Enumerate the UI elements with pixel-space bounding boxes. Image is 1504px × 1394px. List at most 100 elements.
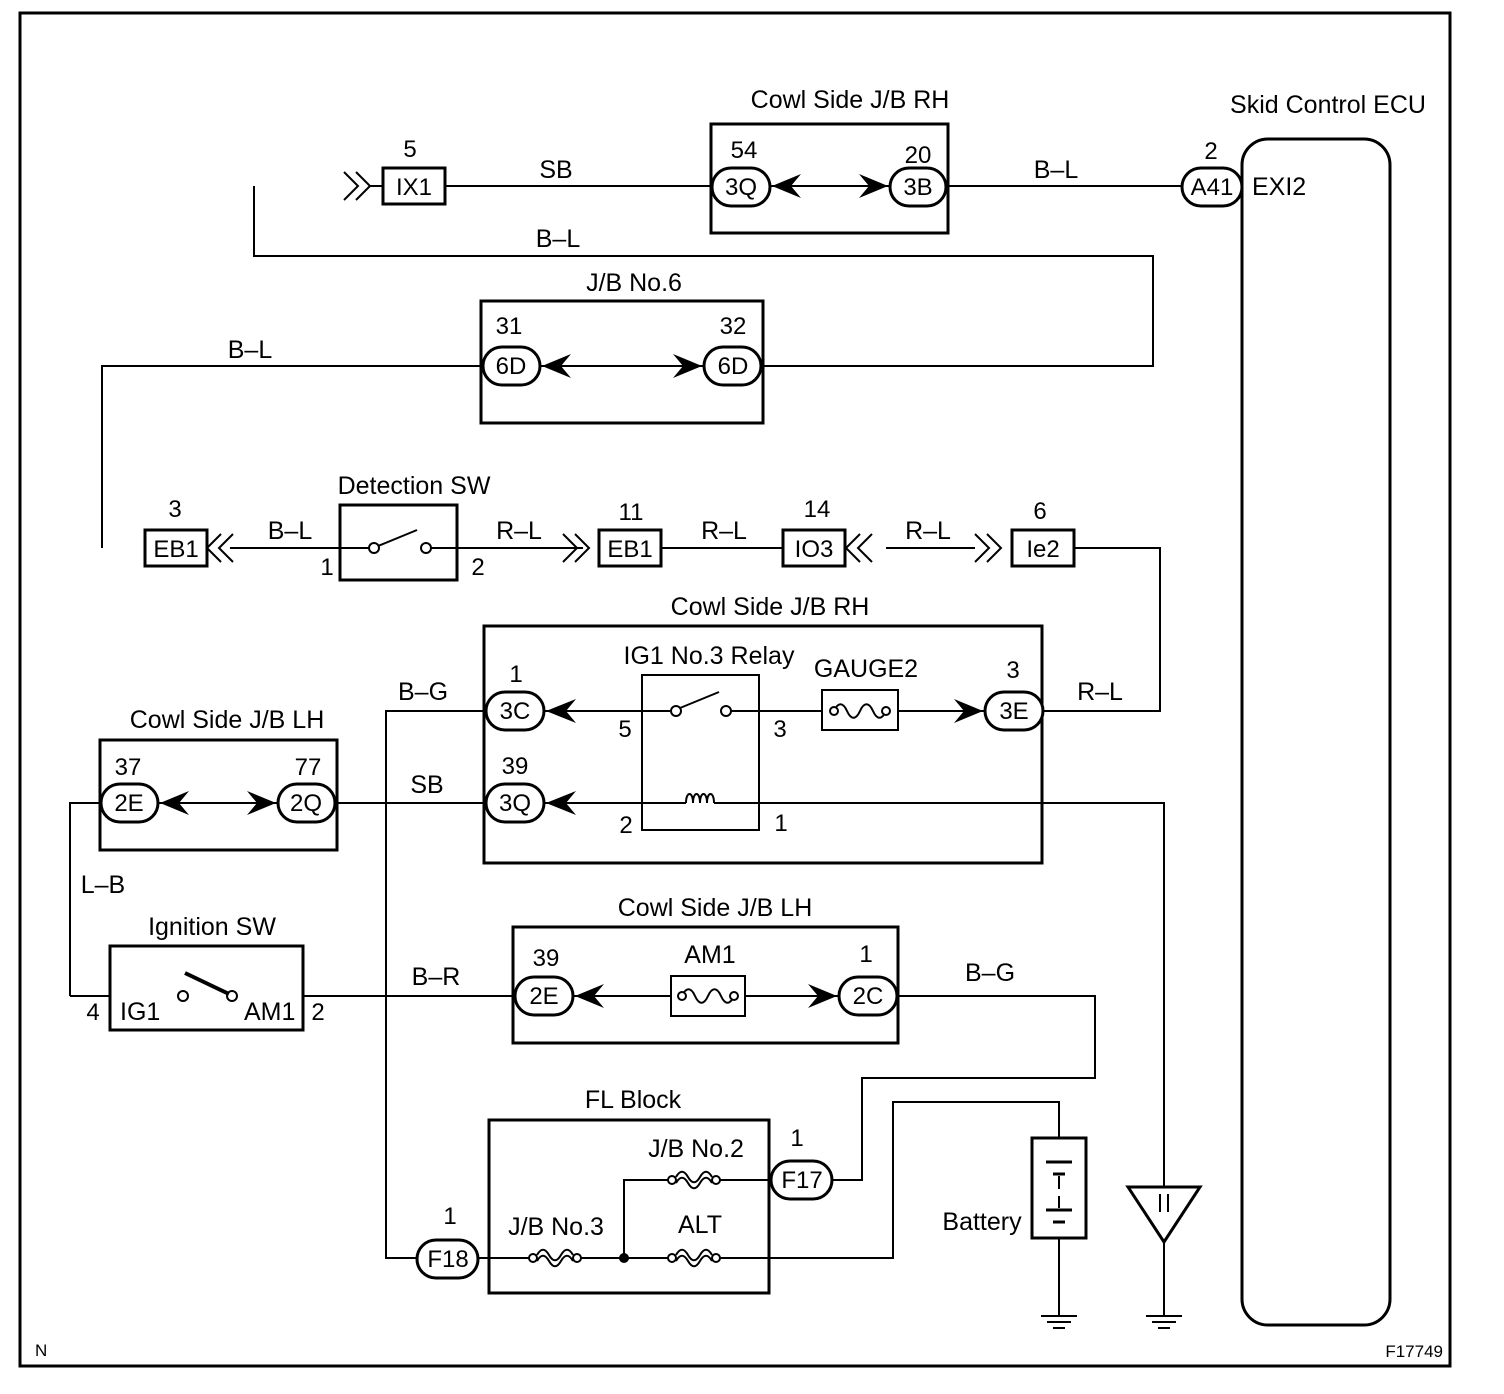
pin-11: 11 (619, 499, 644, 526)
connector-a41 (1180, 166, 1244, 208)
cowl-side-jb-lh-left-label: Cowl Side J/B LH (130, 706, 325, 734)
det-pin-2: 2 (471, 554, 484, 581)
connector-2q-label: 2Q (290, 790, 322, 817)
pin-31: 31 (496, 313, 523, 340)
pin-54: 54 (731, 137, 758, 164)
connector-f18 (415, 1238, 480, 1280)
wire-label-bg-upper: B–G (398, 678, 448, 706)
pin-5: 5 (403, 136, 416, 163)
wire-label-rl-mid: R–L (701, 517, 747, 545)
fl-block-label: FL Block (585, 1086, 682, 1114)
cowl-side-jb-rh-mid-label: Cowl Side J/B RH (671, 593, 870, 621)
connector-3c (484, 690, 546, 732)
fl-block: FL Block J/B No.2 J/B No.3 ALT 1 F18 1 F… (415, 1086, 834, 1295)
connector-io3 (781, 528, 847, 568)
pin-14: 14 (804, 496, 831, 523)
connector-6d-left-label: 6D (496, 353, 527, 380)
connector-2e-left (99, 782, 160, 824)
pin-2-a41: 2 (1204, 138, 1217, 165)
wires (69, 185, 1182, 1307)
ign-pin-2: 2 (311, 999, 324, 1026)
connector-6d-right (702, 345, 763, 387)
connector-eb1-left-label: EB1 (153, 536, 198, 563)
cowl-side-jb-lh-mid: Cowl Side J/B LH 39 2E 1 2C AM1 (511, 894, 900, 1045)
figure-id: F17749 (1385, 1342, 1443, 1361)
pin-39-3q: 39 (502, 753, 529, 780)
connector-3q-top (710, 166, 772, 208)
connector-6d-right-label: 6D (718, 353, 749, 380)
diagram-frame (18, 11, 1452, 1368)
relay-pin-2: 2 (619, 812, 632, 839)
connector-ie2 (1010, 528, 1076, 568)
det-pin-1: 1 (320, 554, 333, 581)
skid-control-ecu-label: Skid Control ECU (1230, 91, 1426, 119)
wire-label-rl-right: R–L (1077, 678, 1123, 706)
gauge2-fuse: GAUGE2 (814, 655, 918, 731)
pin-20: 20 (905, 142, 932, 169)
wire-label-bl-left: B–L (228, 336, 273, 364)
connector-2e-left-label: 2E (114, 790, 143, 817)
battery-label: Battery (942, 1208, 1022, 1236)
cowl-side-jb-rh-top: Cowl Side J/B RH 54 3Q 20 3B (709, 86, 950, 235)
wire-label-bl-ecu: B–L (1034, 156, 1079, 184)
skid-control-ecu: Skid Control ECU 2 A41 EXI2 (1180, 91, 1426, 1327)
ig1-no3-relay: IG1 No.3 Relay 5 3 2 1 (618, 642, 795, 839)
connector-a41-label: A41 (1191, 174, 1234, 201)
connector-3b-label: 3B (903, 174, 932, 201)
wire-label-rl-det: R–L (496, 517, 542, 545)
connector-ix1-group: 5 IX1 (343, 136, 447, 206)
pin-1-3c: 1 (509, 661, 522, 688)
pin-3-3e: 3 (1006, 657, 1019, 684)
wire-label-sb-mid: SB (410, 771, 443, 799)
connector-ie2-label: Ie2 (1026, 536, 1059, 563)
relay-pin-3: 3 (773, 716, 786, 743)
ignition-switch-label: Ignition SW (148, 913, 276, 941)
pin-1-2c: 1 (859, 941, 872, 968)
alt-label: ALT (678, 1211, 722, 1239)
pin-1-f17: 1 (790, 1125, 803, 1152)
wire-label-br: B–R (412, 963, 461, 991)
connector-ix1 (381, 166, 447, 206)
pin-6: 6 (1033, 498, 1046, 525)
terminal-exi2: EXI2 (1252, 173, 1306, 201)
connector-eb1-right-label: EB1 (607, 536, 652, 563)
connector-io3-group: 14 IO3 (781, 496, 873, 568)
detection-switch: Detection SW 1 2 (320, 472, 491, 582)
connector-3e (983, 690, 1045, 732)
jb-no6: J/B No.6 31 6D 32 6D (479, 269, 765, 425)
connector-eb1-left (143, 528, 209, 568)
wire-label-rl-io: R–L (905, 517, 951, 545)
cowl-side-jb-lh-left: Cowl Side J/B LH 37 2E 77 2Q (98, 706, 339, 852)
pin-32: 32 (720, 313, 747, 340)
connector-f17-label: F17 (781, 1167, 822, 1194)
pin-3-eb1: 3 (168, 496, 181, 523)
connector-2c-label: 2C (853, 983, 884, 1010)
wire-label-sb-top: SB (539, 156, 572, 184)
pin-37: 37 (115, 754, 142, 781)
connector-2e-mid-label: 2E (529, 983, 558, 1010)
pin-39-2e: 39 (533, 945, 560, 972)
wire-label-lb: L–B (81, 871, 125, 899)
connector-eb1-left-group: 3 EB1 (143, 496, 234, 568)
gauge2-fuse-label: GAUGE2 (814, 655, 918, 683)
connector-3c-label: 3C (500, 698, 531, 725)
connector-ie2-group: 6 Ie2 (974, 498, 1076, 568)
jb-no3-label: J/B No.3 (508, 1213, 604, 1241)
connector-ix1-label: IX1 (396, 174, 432, 201)
connector-3q-top-label: 3Q (725, 174, 757, 201)
ig1-no3-relay-label: IG1 No.3 Relay (624, 642, 795, 670)
ignition-switch: Ignition SW IG1 AM1 4 2 (86, 913, 325, 1032)
jb-no2-label: J/B No.2 (648, 1135, 744, 1163)
ground-symbol (1125, 1185, 1203, 1329)
connector-3b (888, 166, 948, 208)
pin-1-f18: 1 (443, 1203, 456, 1230)
wire-label-bg-lower: B–G (965, 959, 1015, 987)
battery: Battery (942, 1136, 1088, 1329)
connector-3q-mid-label: 3Q (499, 790, 531, 817)
connector-f18-label: F18 (427, 1246, 468, 1273)
terminal-am1: AM1 (244, 998, 295, 1026)
cowl-side-jb-rh-top-label: Cowl Side J/B RH (751, 86, 950, 114)
pin-77: 77 (295, 754, 322, 781)
connector-io3-label: IO3 (795, 536, 834, 563)
